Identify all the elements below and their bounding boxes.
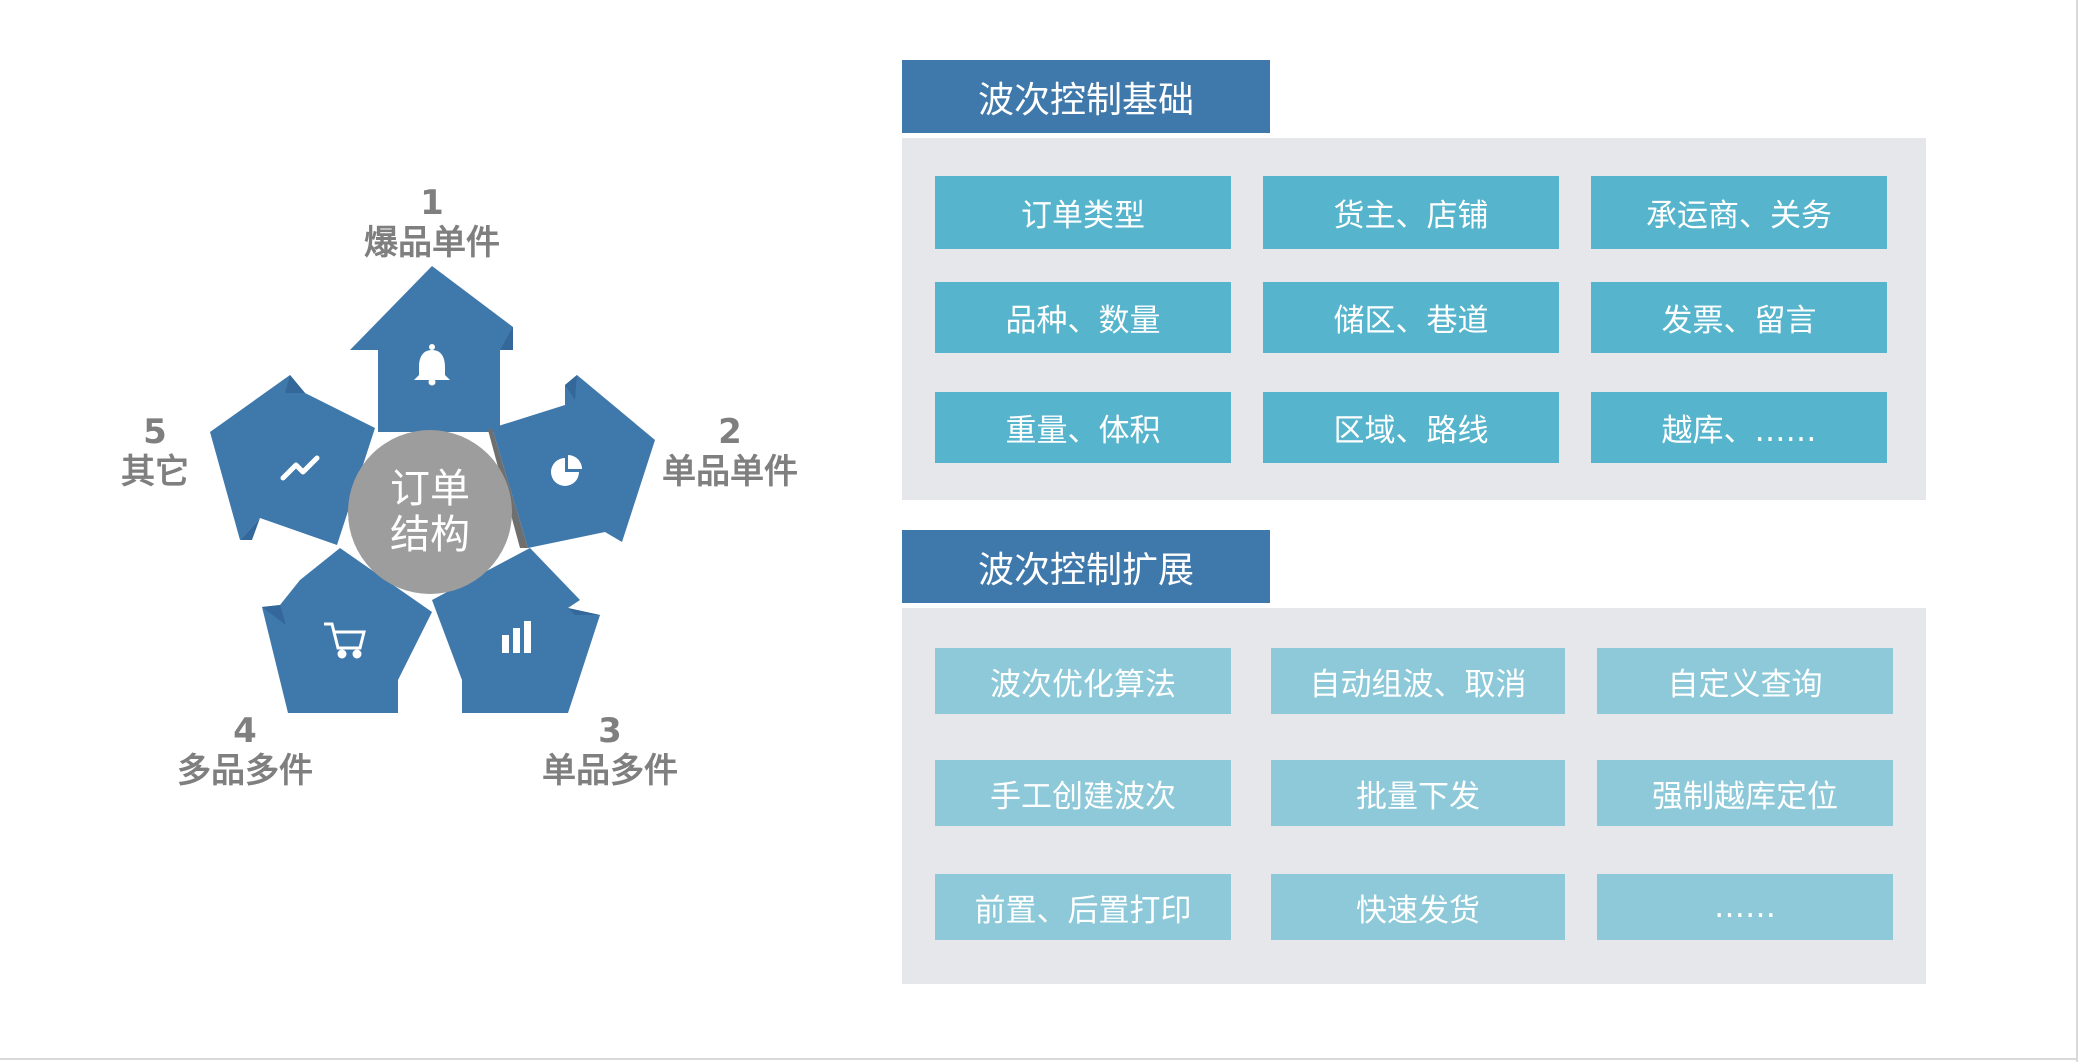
extended-cell: 前置、后置打印 (935, 874, 1231, 940)
basic-cell: 发票、留言 (1591, 282, 1887, 353)
extended-cell: 手工创建波次 (935, 760, 1231, 826)
item-2-name: 单品单件 (662, 452, 798, 492)
item-4-name: 多品多件 (177, 751, 313, 791)
right-divider (2076, 0, 2078, 1062)
center-label-line-2: 结构 (390, 512, 470, 558)
bottom-divider (0, 1058, 2078, 1060)
panel-basic: 订单类型 货主、店铺 承运商、关务 品种、数量 储区、巷道 发票、留言 重量、体… (902, 138, 1926, 500)
item-1-name: 爆品单件 (364, 223, 500, 263)
panel-extended-title: 波次控制扩展 (902, 530, 1270, 603)
center-node: 订单 结构 (348, 430, 512, 594)
extended-cell: 波次优化算法 (935, 648, 1231, 714)
trend-icon (280, 455, 320, 481)
item-5-name: 其它 (121, 452, 189, 492)
item-2-number: 2 (718, 412, 742, 452)
extended-cell: 自定义查询 (1597, 648, 1893, 714)
piece-3 (432, 548, 600, 713)
basic-cell: 承运商、关务 (1591, 176, 1887, 249)
panel-extended: 波次优化算法 自动组波、取消 自定义查询 手工创建波次 批量下发 强制越库定位 … (902, 608, 1926, 984)
cart-icon (324, 622, 366, 659)
basic-cell: 区域、路线 (1263, 392, 1559, 463)
item-1-number: 1 (420, 183, 444, 223)
piece-2 (488, 375, 655, 548)
item-3-number: 3 (598, 711, 622, 751)
item-5-number: 5 (143, 412, 167, 452)
piece-5 (210, 375, 375, 545)
panel-basic-title: 波次控制基础 (902, 60, 1270, 133)
center-label-line-1: 订单 (390, 466, 470, 512)
item-4-number: 4 (233, 711, 257, 751)
item-3-name: 单品多件 (542, 751, 678, 791)
extended-cell: 强制越库定位 (1597, 760, 1893, 826)
piece-1 (350, 266, 513, 432)
basic-cell: 越库、…… (1591, 392, 1887, 463)
bell-icon (414, 344, 450, 386)
extended-cell: 自动组波、取消 (1271, 648, 1565, 714)
extended-cell: …… (1597, 874, 1893, 940)
basic-cell: 订单类型 (935, 176, 1231, 249)
bar-chart-icon (502, 621, 531, 653)
order-structure-diagram: 订单 结构 1 爆品单件 2 单品单件 3 单品多件 4 多品多件 5 其它 (121, 183, 798, 791)
basic-cell: 重量、体积 (935, 392, 1231, 463)
extended-cell: 批量下发 (1271, 760, 1565, 826)
basic-cell: 品种、数量 (935, 282, 1231, 353)
basic-cell: 储区、巷道 (1263, 282, 1559, 353)
extended-cell: 快速发货 (1271, 874, 1565, 940)
piece-4 (262, 548, 432, 713)
pie-chart-icon (551, 455, 582, 486)
basic-cell: 货主、店铺 (1263, 176, 1559, 249)
